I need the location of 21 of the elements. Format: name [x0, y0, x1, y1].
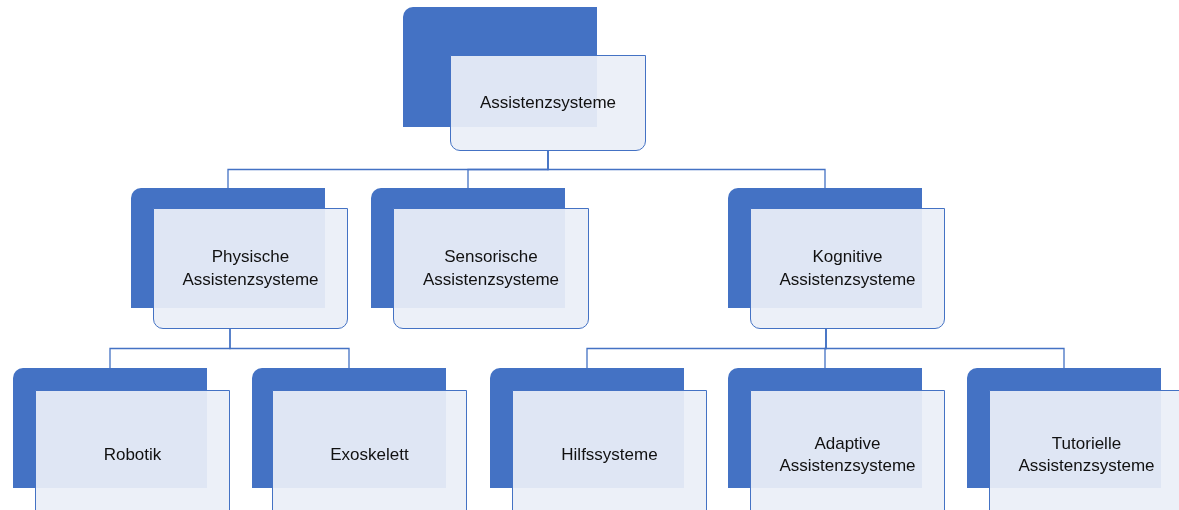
node-label: Tutorielle Assistenzsysteme [1017, 432, 1156, 477]
hierarchy-box [967, 368, 1179, 510]
hierarchy-box [252, 368, 467, 510]
hierarchy-box [371, 188, 589, 329]
node-label: Assistenzsysteme [479, 91, 616, 114]
node-label: Adaptive Assistenzsysteme [778, 432, 917, 477]
hierarchy-box [131, 188, 348, 329]
node-label: Robotik [103, 443, 162, 466]
node-label: Hilfssysteme [561, 443, 658, 466]
node-label: Sensorische Assistenzsysteme [421, 246, 560, 291]
node-label: Kognitive Assistenzsysteme [778, 246, 917, 291]
node-label: Exoskelett [330, 443, 409, 466]
connector-line [547, 150, 826, 189]
hierarchy-box [403, 7, 646, 151]
hierarchy-box [13, 368, 230, 510]
node-label: Physische Assistenzsysteme [181, 246, 320, 291]
hierarchy-box [728, 188, 945, 329]
hierarchy-box [490, 368, 707, 510]
connector-line [825, 328, 1065, 369]
connector-line [229, 328, 350, 369]
hierarchy-box [728, 368, 945, 510]
